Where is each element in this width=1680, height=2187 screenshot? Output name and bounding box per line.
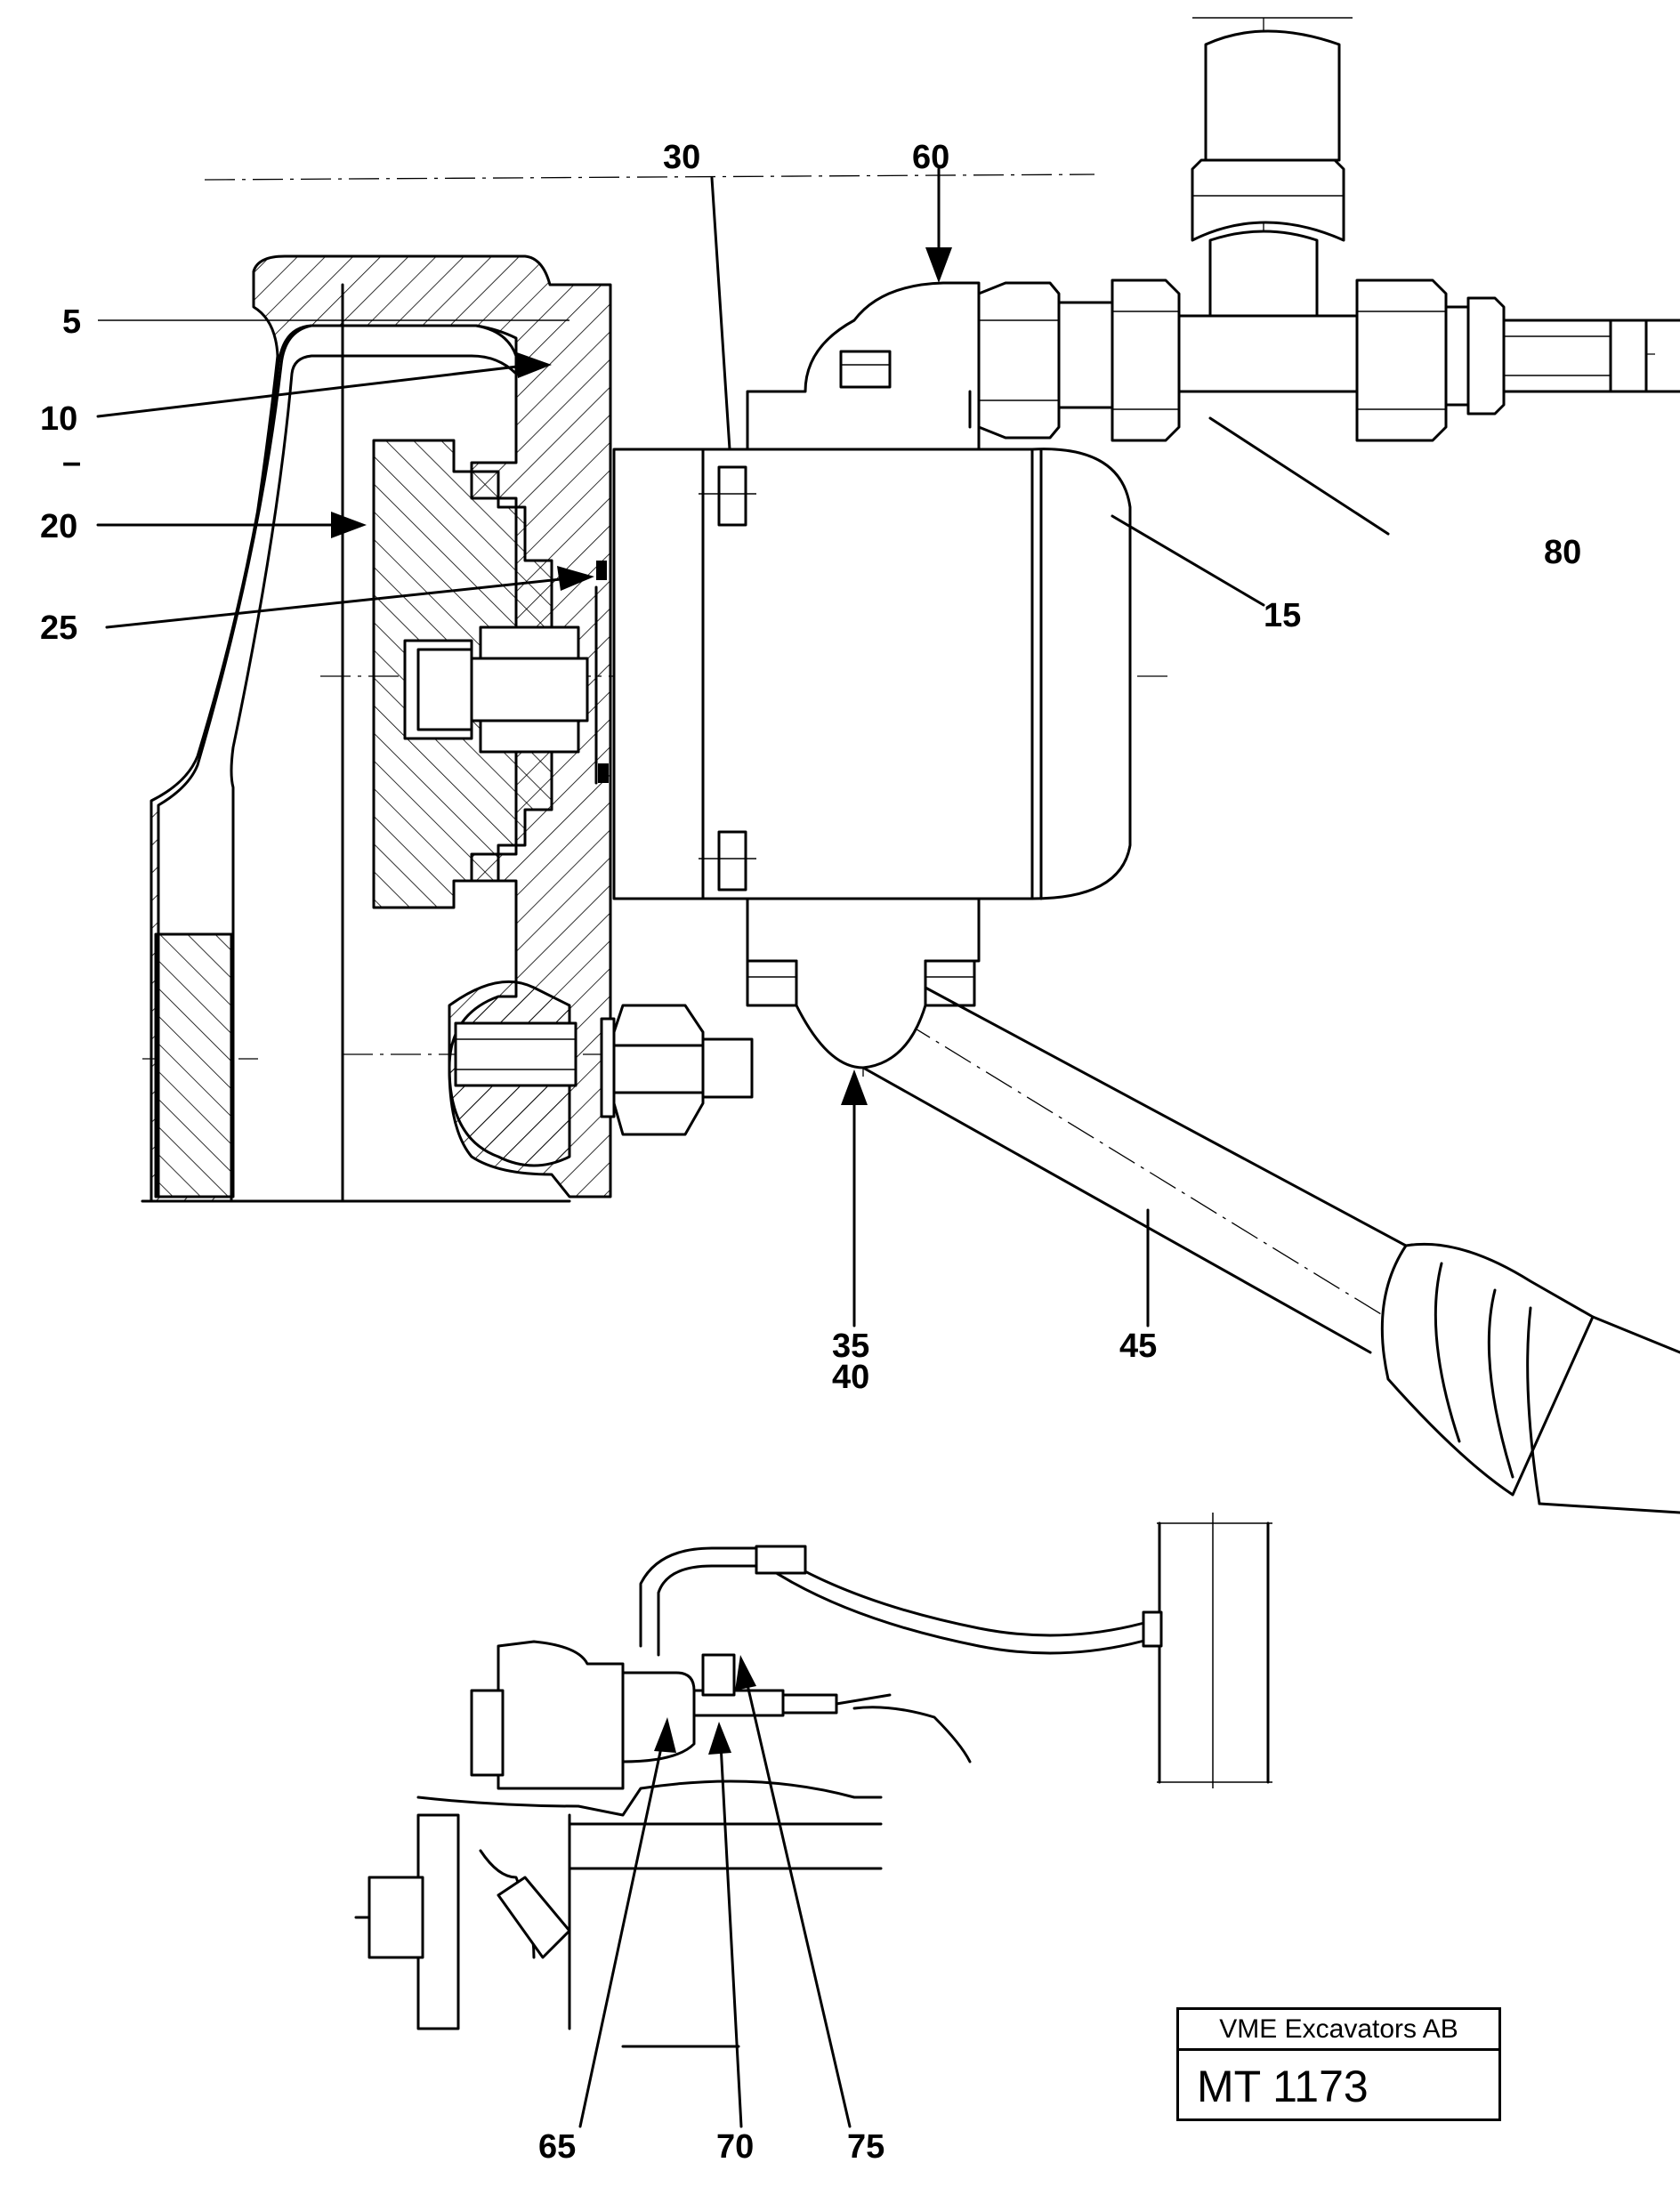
- callout-60: 60: [912, 139, 949, 176]
- main-assembly-view: [96, 17, 1680, 1514]
- callout-15: 15: [1264, 597, 1301, 634]
- callout-35: 35: [832, 1328, 869, 1365]
- drawing-number: MT 1173: [1197, 2062, 1369, 2111]
- callout-80: 80: [1544, 534, 1581, 571]
- callout-30: 30: [663, 139, 700, 176]
- pump-body: [612, 448, 1132, 900]
- callout-25: 25: [40, 609, 77, 647]
- tee-fitting: [1208, 230, 1319, 318]
- callout-10: 10: [40, 400, 77, 438]
- hex-nut: [612, 1004, 705, 1136]
- callout-45: 45: [1119, 1328, 1157, 1365]
- callout-65: 65: [538, 2128, 576, 2166]
- callout-70: 70: [716, 2128, 754, 2166]
- callout-dash: –: [62, 444, 81, 481]
- callout-75: 75: [847, 2128, 884, 2166]
- callout-40: 40: [832, 1359, 869, 1396]
- callout-5: 5: [62, 303, 81, 341]
- company-name: VME Excavators AB: [1179, 2010, 1498, 2051]
- hose: [861, 986, 1408, 1354]
- title-block: VME Excavators AB MT 1173: [1176, 2007, 1501, 2121]
- installation-view: [354, 1513, 1272, 2128]
- callout-20: 20: [40, 508, 77, 545]
- callout-labels: 5 10 – 20 25 30 60 80 15 35 40 45 65 70 …: [40, 139, 1581, 2166]
